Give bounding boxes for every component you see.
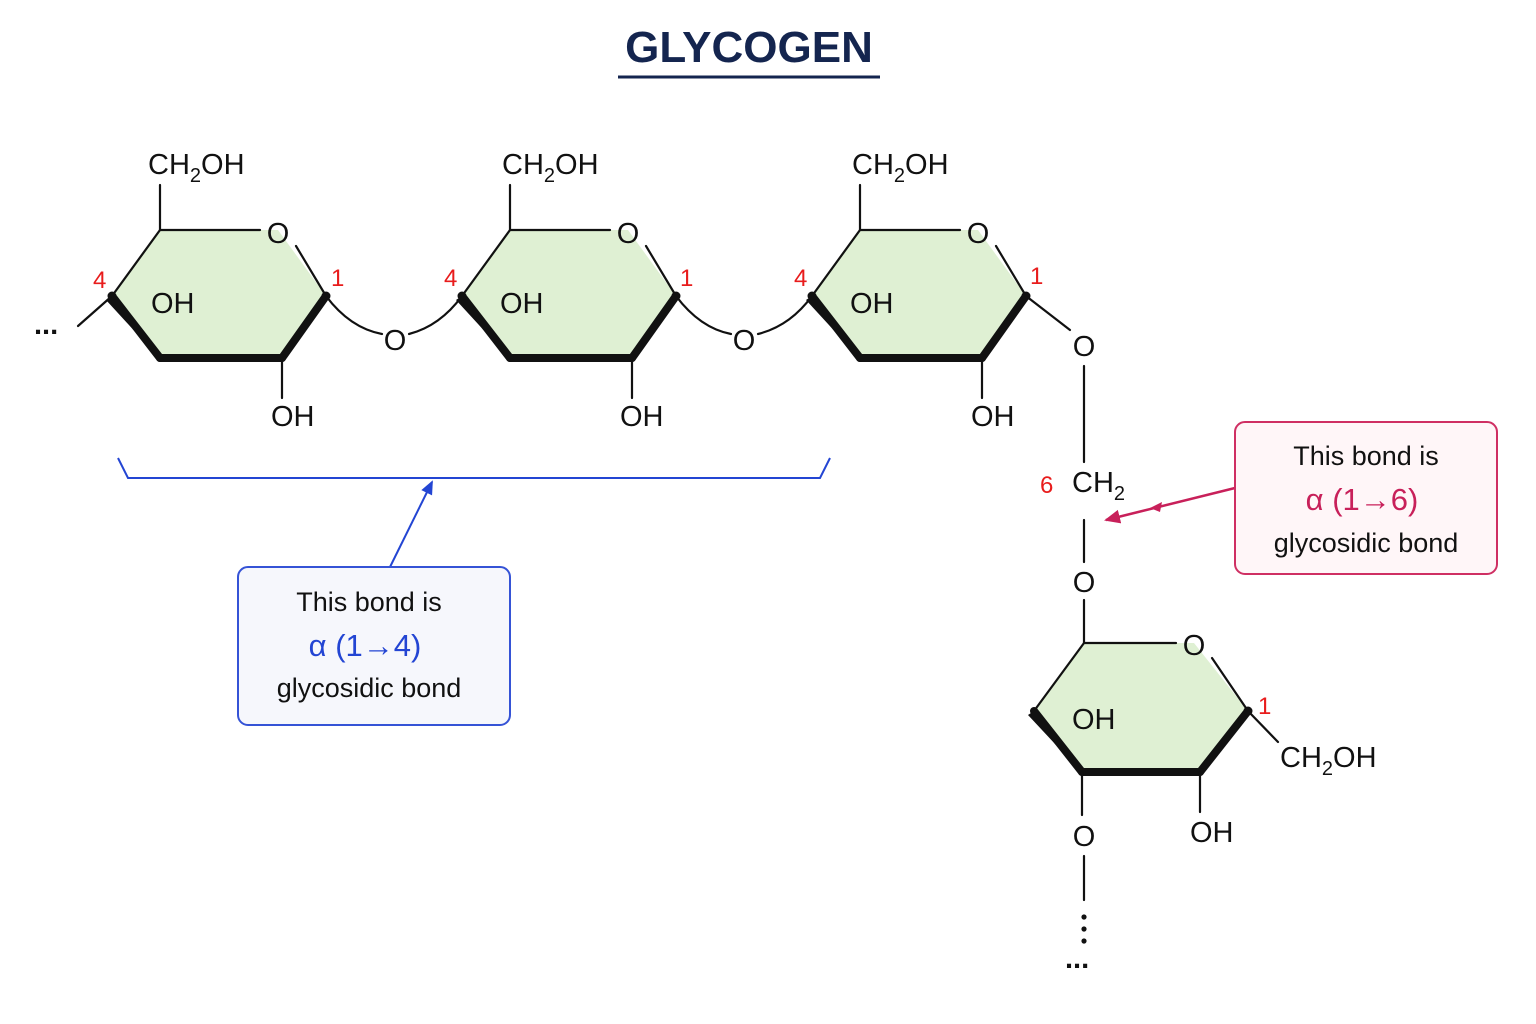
carbon-number-4: 4 (444, 265, 457, 292)
carbon-number-1: 1 (1258, 693, 1271, 720)
svg-text:This bond is: This bond is (1293, 441, 1439, 471)
hydroxyl-group: OH (500, 288, 544, 320)
glycosidic-oxygen: O (1073, 567, 1096, 599)
ring-oxygen: O (1183, 630, 1206, 662)
hydroxyl-group: OH (620, 401, 664, 433)
chain-continuation-bottom: ... (1065, 943, 1089, 975)
glucose-ring-2: CH2OH O OH OH 4 1 (444, 149, 693, 433)
hydroxyl-group: OH (850, 288, 894, 320)
glucose-ring-1: CH2OH O OH OH 4 1 (93, 149, 344, 433)
carbon-number-1: 1 (331, 265, 344, 292)
hydroxyl-group: OH (1072, 704, 1116, 736)
carbon-number-4: 4 (93, 267, 106, 294)
svg-text:glycosidic bond: glycosidic bond (1274, 528, 1459, 558)
alpha14-callout: This bond is α (1→4) glycosidic bond (237, 566, 511, 726)
glucose-ring-3: CH2OH O OH OH 4 1 (794, 149, 1043, 433)
glycosidic-oxygen: O (384, 325, 407, 357)
glucose-ring-4: O OH OH 1 CH2OH (1028, 630, 1377, 849)
hydroxyl-group: OH (271, 401, 315, 433)
chain-continuation-left: ... (34, 309, 58, 341)
carbon-number-6: 6 (1040, 472, 1053, 499)
svg-text:This bond is: This bond is (296, 587, 442, 617)
carbon-number-1: 1 (1030, 263, 1043, 290)
ring-oxygen: O (267, 218, 290, 250)
svg-text:glycosidic bond: glycosidic bond (277, 673, 462, 703)
hydroxyl-group: OH (1190, 817, 1234, 849)
svg-text:CH2OH: CH2OH (852, 149, 949, 187)
hydroxyl-group: OH (151, 288, 195, 320)
carbon-number-4: 4 (794, 265, 807, 292)
chain-continuation-down (1081, 914, 1087, 944)
alpha14-bracket (117, 457, 831, 479)
hydroxyl-group: OH (971, 401, 1015, 433)
svg-text:CH2OH: CH2OH (148, 149, 245, 187)
page-title: GLYCOGEN (625, 23, 873, 72)
svg-text:α (1→6): α (1→6) (1306, 482, 1419, 517)
svg-text:CH2OH: CH2OH (502, 149, 599, 187)
svg-text:CH2OH: CH2OH (1280, 742, 1377, 780)
glycosidic-oxygen: O (1073, 821, 1096, 853)
ring-oxygen: O (617, 218, 640, 250)
svg-text:α (1→4): α (1→4) (309, 628, 422, 663)
glycosidic-oxygen: O (1073, 331, 1096, 363)
ring-oxygen: O (967, 218, 990, 250)
alpha16-arrow (1104, 486, 1236, 524)
alpha14-arrow (389, 480, 433, 568)
glycosidic-oxygen: O (733, 325, 756, 357)
alpha16-callout: This bond is α (1→6) glycosidic bond (1234, 421, 1498, 575)
ch2-group: CH2 (1072, 467, 1125, 505)
carbon-number-1: 1 (680, 265, 693, 292)
